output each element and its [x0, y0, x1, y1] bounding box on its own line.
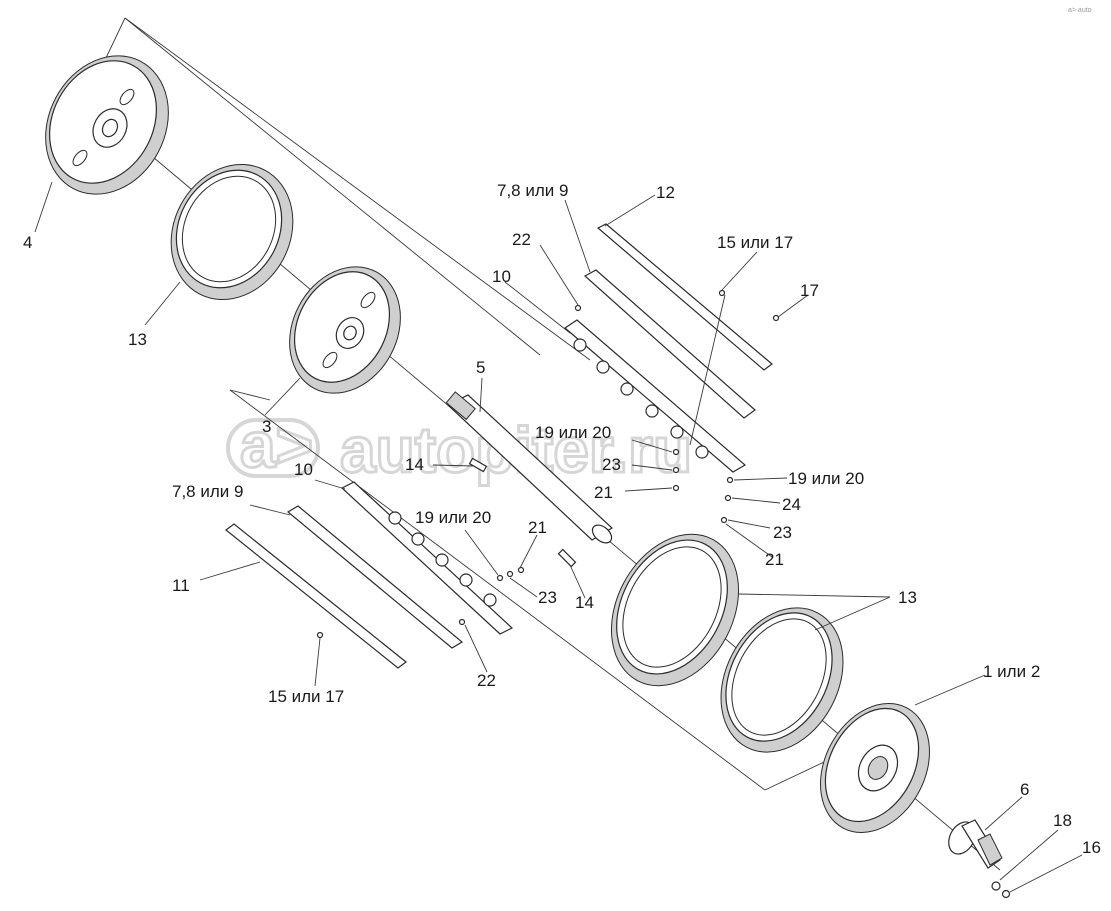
label-15-17-lower: 15 или 17: [268, 687, 344, 706]
label-5: 5: [476, 358, 485, 377]
label-10-lower: 10: [294, 460, 313, 479]
label-18: 18: [1053, 811, 1072, 830]
label-16: 16: [1082, 838, 1101, 857]
part-16-nut: [1001, 889, 1011, 899]
label-19-20-lower: 19 или 20: [415, 508, 491, 527]
label-1-2: 1 или 2: [983, 662, 1040, 681]
label-14-lower: 14: [575, 593, 594, 612]
part-3-disc: [289, 266, 401, 394]
label-7-8-9-lower: 7,8 или 9: [172, 482, 243, 501]
part-4-disc: [45, 55, 169, 195]
label-23-upper-left: 23: [602, 455, 621, 474]
part-13-ring-upper: [170, 163, 294, 301]
part-5-shaft: [445, 391, 613, 544]
label-3: 3: [262, 417, 271, 436]
corner-mark: a> auto: [1068, 7, 1092, 14]
leader-lines: [34, 181, 1083, 893]
watermark-logo-frame: [226, 418, 320, 478]
label-13-lower: 13: [898, 588, 917, 607]
part-14-key-lower: [557, 548, 577, 568]
label-21-lower: 21: [528, 518, 547, 537]
label-19-20-upper-left: 19 или 20: [535, 423, 611, 442]
label-4: 4: [23, 233, 32, 252]
label-19-20-upper-right: 19 или 20: [788, 469, 864, 488]
label-7-8-9-upper: 7,8 или 9: [497, 181, 568, 200]
label-22-upper: 22: [512, 230, 531, 249]
label-24: 24: [782, 495, 801, 514]
label-6: 6: [1020, 780, 1029, 799]
label-21-upper-right: 21: [765, 550, 784, 569]
part-7-8-9-plate-lower: [286, 505, 464, 649]
part-12-bar: [596, 223, 773, 371]
watermark-logo-mark: a>: [240, 409, 313, 481]
label-10-upper: 10: [492, 267, 511, 286]
label-23-lower: 23: [538, 588, 557, 607]
part-11-bar: [225, 523, 407, 669]
label-23-upper-right: 23: [773, 523, 792, 542]
part-13-ring-lower-2: [720, 607, 844, 753]
fasteners-lower: [316, 566, 525, 639]
fasteners-upper: [574, 289, 780, 524]
part-1-2-disc: [820, 703, 930, 833]
label-21-upper-left: 21: [594, 483, 613, 502]
part-13-ring-lower-1: [610, 533, 740, 687]
label-15-17-upper: 15 или 17: [717, 233, 793, 252]
label-14-upper: 14: [405, 455, 424, 474]
label-12: 12: [656, 183, 675, 202]
part-6-hub-shaft: [948, 819, 1003, 869]
label-17: 17: [800, 281, 819, 300]
part-10-bracket-lower: [340, 481, 514, 635]
label-22-lower: 22: [477, 671, 496, 690]
part-7-8-9-plate-upper: [583, 269, 756, 419]
part-18-washer: [991, 881, 1001, 891]
label-11: 11: [172, 576, 190, 595]
label-13-upper: 13: [128, 330, 147, 349]
part-14-key-upper: [468, 457, 488, 473]
part-labels: 4 13 3 5 14 10 10 22 7,8 или 9 12 15 или…: [23, 181, 1101, 857]
part-10-bracket-upper: [564, 319, 747, 473]
